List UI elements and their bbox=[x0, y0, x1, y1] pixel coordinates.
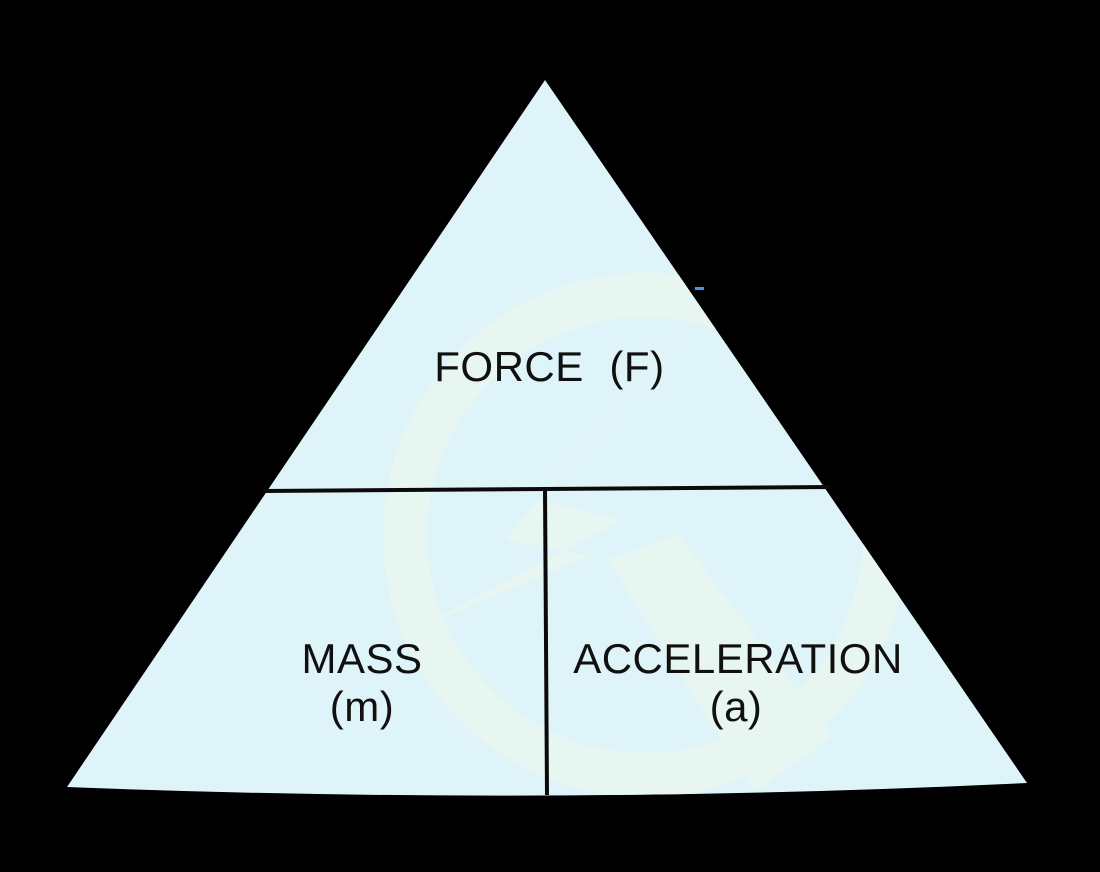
triangle-shape bbox=[67, 80, 1027, 796]
mass-label: MASS bbox=[301, 635, 422, 682]
watermark-bolt-upper bbox=[418, 298, 705, 628]
acceleration-section: ACCELERATION (a) bbox=[573, 635, 903, 730]
force-section: FORCE (F) bbox=[434, 343, 664, 390]
acceleration-symbol: (a) bbox=[710, 683, 763, 730]
divider-vertical bbox=[543, 488, 549, 796]
blue-tick-artifact bbox=[695, 287, 704, 290]
force-symbol: (F) bbox=[609, 343, 664, 390]
acceleration-label: ACCELERATION bbox=[573, 635, 903, 682]
mass-section: MASS (m) bbox=[301, 635, 422, 730]
watermark-bolt-lower bbox=[608, 535, 832, 792]
force-label: FORCE bbox=[434, 343, 584, 390]
mass-symbol: (m) bbox=[330, 683, 394, 730]
